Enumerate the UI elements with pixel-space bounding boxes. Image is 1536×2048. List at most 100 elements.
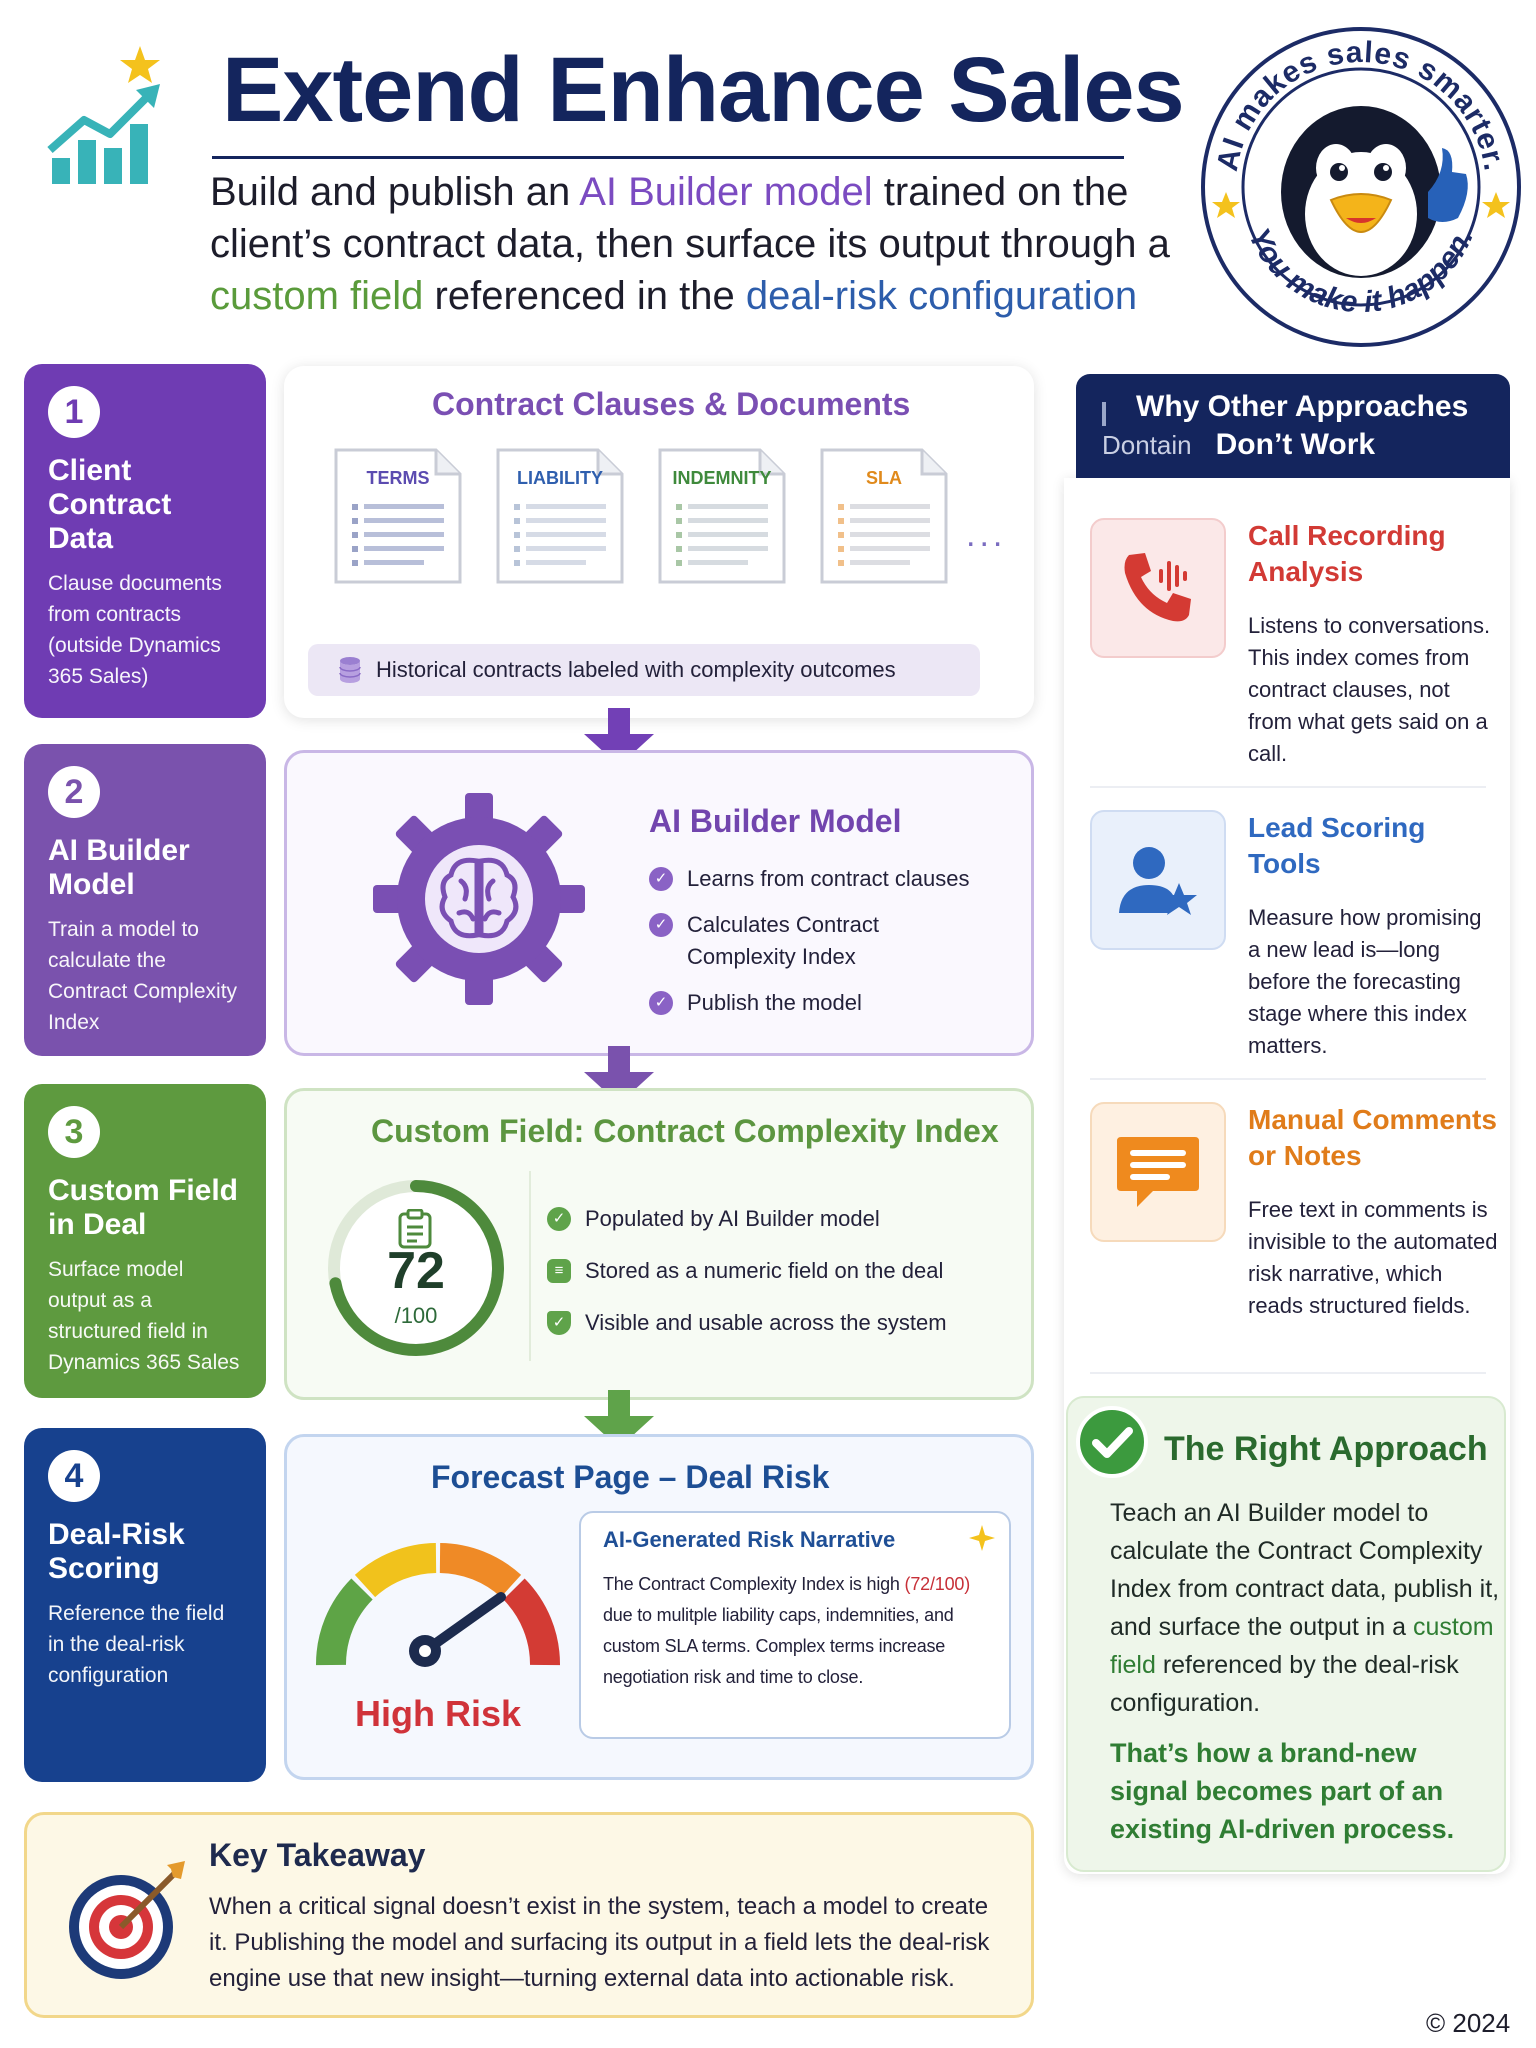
- step-4-card: 4 Deal-Risk Scoring Reference the field …: [24, 1428, 266, 1782]
- risk-narrative-card: AI-Generated Risk Narrative The Contract…: [579, 1511, 1011, 1739]
- right-approach-highlight: custom field: [1110, 1613, 1494, 1679]
- risk-gauge-icon: [315, 1543, 561, 1667]
- shield-check-icon: ✓: [547, 1311, 571, 1335]
- approach-description: Free text in comments is invisible to th…: [1248, 1197, 1498, 1318]
- comment-icon-box: [1090, 1102, 1226, 1242]
- complexity-score-max: /100: [394, 1303, 438, 1328]
- header-accent-bar: [1102, 402, 1106, 426]
- document-label: SLA: [866, 468, 902, 488]
- document-label: LIABILITY: [517, 468, 603, 488]
- step-description: Train a model to calculate the Contract …: [48, 918, 238, 1034]
- clipboard-icon: [398, 1209, 432, 1249]
- page-title: Extend Enhance Sales: [222, 39, 1185, 141]
- why-heading-line1: Why Other Approaches: [1136, 390, 1469, 423]
- step-3-card: 3 Custom Field in Deal Surface model out…: [24, 1084, 266, 1398]
- key-takeaway-box: Key Takeaway When a critical signal does…: [24, 1812, 1034, 2018]
- panel-title: Custom Field: Contract Complexity Index: [371, 1113, 999, 1149]
- approach-title: Manual Comments or Notes: [1248, 1104, 1497, 1171]
- check-icon: ✓: [649, 913, 673, 937]
- divider: [1090, 786, 1486, 788]
- subtitle-highlight-config: deal-risk configuration: [745, 274, 1138, 318]
- historical-contracts-label: Historical contracts labeled with comple…: [376, 657, 896, 682]
- narrative-body: The Contract Complexity Index is high (7…: [603, 1574, 971, 1687]
- step-number: 1: [48, 386, 100, 438]
- key-takeaway-title: Key Takeaway: [209, 1837, 426, 1873]
- step-1-card: 1 Client Contract Data Clause documents …: [24, 364, 266, 718]
- growth-chart-icon: [47, 46, 160, 184]
- complexity-score-value: 72: [387, 1242, 445, 1300]
- approach-description: Measure how promising a new lead is—long…: [1248, 905, 1482, 1058]
- key-takeaway-body: When a critical signal doesn’t exist in …: [209, 1893, 990, 1992]
- right-approach-conclusion: That’s how a brand-new signal becomes pa…: [1110, 1738, 1455, 1844]
- panel-title: AI Builder Model: [649, 803, 902, 839]
- step-2-card: 2 AI Builder Model Train a model to calc…: [24, 744, 266, 1056]
- narrative-score-highlight: (72/100): [904, 1574, 971, 1594]
- custom-field-panel: Custom Field: Contract Complexity Index …: [284, 1088, 1034, 1400]
- score-ring-progress: [328, 1180, 504, 1356]
- step-title: Deal-Risk Scoring: [48, 1518, 185, 1585]
- panel-title: Contract Clauses & Documents: [432, 386, 911, 422]
- user-icon-box: [1090, 810, 1226, 950]
- flow-arrow-down-icon: [584, 1390, 654, 1448]
- phone-waveform-icon: [1124, 553, 1191, 622]
- page-subtitle: Build and publish an AI Builder model tr…: [210, 170, 1170, 318]
- phone-icon-box: [1090, 518, 1226, 658]
- document-icon: [496, 448, 624, 584]
- list-item: ✓Publish the model: [649, 987, 989, 1019]
- document-label: TERMS: [366, 468, 430, 488]
- step-title: Custom Field in Deal: [48, 1174, 239, 1241]
- right-approach-card: The Right Approach Teach an AI Builder m…: [1066, 1396, 1506, 1872]
- sparkle-icon: [969, 1525, 995, 1551]
- step-number: 3: [48, 1106, 100, 1158]
- right-approach-body: Teach an AI Builder model to calculate t…: [1110, 1499, 1500, 1717]
- approach-title: Call Recording Analysis: [1248, 520, 1446, 587]
- subtitle-highlight-model: AI Builder model: [579, 170, 873, 214]
- model-steps-list: ✓Learns from contract clauses ✓Calculate…: [649, 863, 989, 1033]
- ai-builder-model-panel: AI Builder Model ✓Learns from contract c…: [284, 750, 1034, 1056]
- document-icon: [334, 448, 462, 584]
- list-item: ✓Visible and usable across the system: [547, 1307, 1007, 1339]
- document-terms: TERMS: [332, 446, 464, 586]
- step-title: Client Contract Data: [48, 454, 172, 555]
- brain-gear-icon: [373, 793, 585, 1005]
- document-icon: [658, 448, 786, 584]
- right-approach-title: The Right Approach: [1164, 1430, 1488, 1468]
- database-icon: ≡: [547, 1259, 571, 1283]
- check-icon: ✓: [649, 991, 673, 1015]
- divider: [1090, 1372, 1486, 1374]
- check-icon: ✓: [649, 867, 673, 891]
- penguin-seal: AI makes sales smarter. You make it happ…: [1201, 27, 1521, 347]
- more-documents-ellipsis: ...: [966, 516, 1007, 554]
- database-icon: [339, 657, 361, 683]
- step-description: Reference the field in the deal-risk con…: [48, 1602, 225, 1687]
- approach-description: Listens to conversations. This index com…: [1248, 613, 1491, 766]
- narrative-title: AI-Generated Risk Narrative: [603, 1527, 896, 1552]
- document-icon: [820, 448, 948, 584]
- step-number: 2: [48, 766, 100, 818]
- panel-title: Forecast Page – Deal Risk: [431, 1459, 830, 1495]
- contract-documents-panel: Contract Clauses & Documents TERMS LIABI…: [284, 366, 1034, 718]
- title-divider: [212, 156, 1124, 159]
- step-title: AI Builder Model: [48, 834, 190, 901]
- document-indemnity: INDEMNITY: [656, 446, 788, 586]
- document-label: INDEMNITY: [672, 468, 772, 488]
- forecast-deal-risk-panel: Forecast Page – Deal Risk High Risk AI-G…: [284, 1434, 1034, 1780]
- copyright: © 2024: [1426, 2008, 1511, 2038]
- step-description: Surface model output as a structured fie…: [48, 1258, 240, 1374]
- risk-level-label: High Risk: [354, 1693, 522, 1734]
- field-properties-list: ✓Populated by AI Builder model ≡Stored a…: [547, 1203, 1007, 1359]
- target-icon: [69, 1861, 185, 1979]
- list-item: ✓Learns from contract clauses: [649, 863, 989, 895]
- step-description: Clause documents from contracts (outside…: [48, 572, 222, 688]
- approach-title: Lead Scoring Tools: [1248, 812, 1426, 879]
- comment-icon: [1117, 1137, 1199, 1207]
- step-number: 4: [48, 1450, 100, 1502]
- historical-contracts-bar: Historical contracts labeled with comple…: [308, 644, 980, 696]
- divider: [1090, 1078, 1486, 1080]
- document-liability: LIABILITY: [494, 446, 626, 586]
- list-item: ≡Stored as a numeric field on the deal: [547, 1255, 1007, 1287]
- subtitle-highlight-field: custom field: [210, 274, 424, 318]
- divider: [529, 1171, 531, 1361]
